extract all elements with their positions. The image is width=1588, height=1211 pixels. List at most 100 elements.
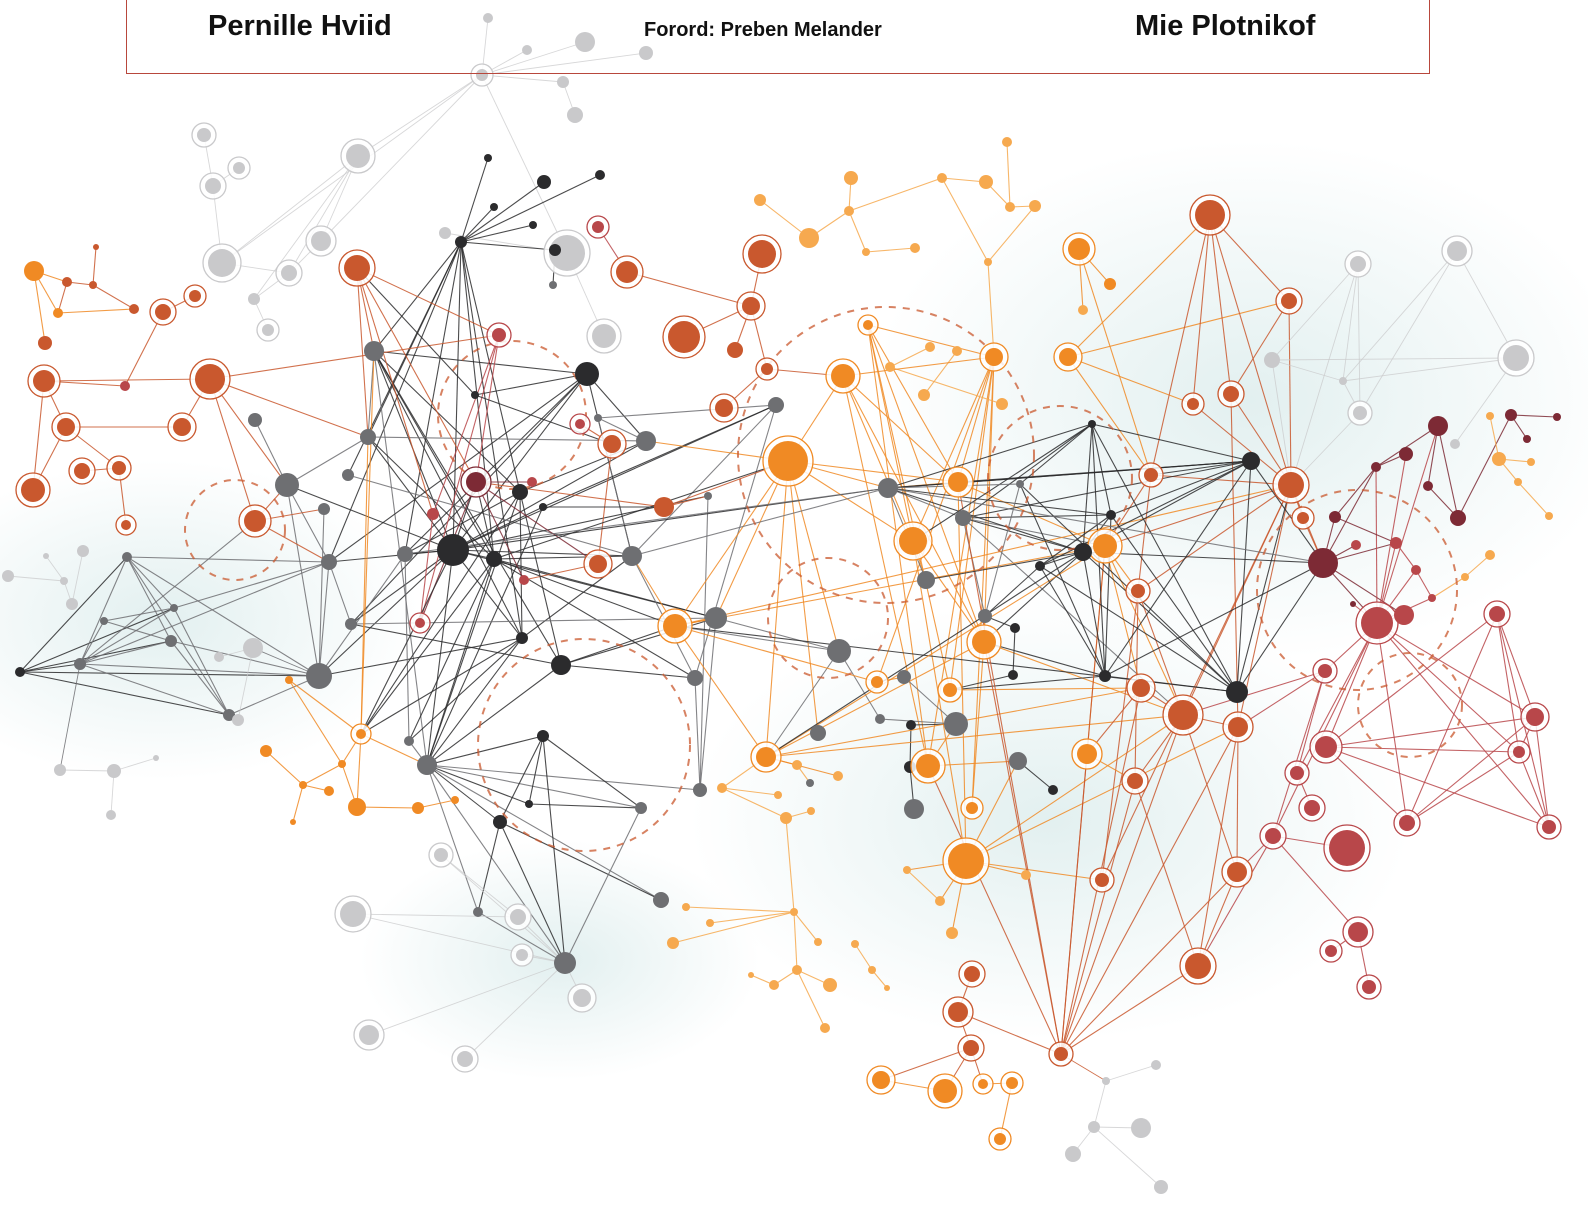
network-node (831, 364, 855, 388)
network-edge (1431, 576, 1466, 599)
network-edge (721, 787, 779, 796)
network-node (594, 414, 602, 422)
network-node (1185, 953, 1211, 979)
network-edge (983, 551, 1084, 643)
network-node (1399, 447, 1413, 461)
network-node (451, 796, 459, 804)
network-node (100, 617, 108, 625)
network-edge (765, 641, 985, 758)
network-edge (440, 854, 519, 918)
network-edge (1192, 214, 1211, 405)
network-edge (1182, 714, 1238, 873)
network-edge (419, 513, 434, 624)
network-node (792, 760, 802, 770)
network-edge (32, 380, 45, 491)
network-node (1016, 480, 1024, 488)
network-node (884, 985, 890, 991)
author-name-right: Mie Plotnikof (1135, 10, 1316, 42)
network-node (1545, 512, 1553, 520)
network-edge (793, 911, 798, 971)
network-node (107, 764, 121, 778)
dashed-cluster-ring (1256, 489, 1458, 691)
network-edge (965, 726, 1239, 862)
dashed-cluster-ring (767, 557, 889, 679)
network-node (639, 46, 653, 60)
network-node (344, 255, 370, 281)
network-node (549, 235, 585, 271)
network-node (933, 1079, 957, 1103)
network-node (208, 249, 236, 277)
network-node (872, 1071, 890, 1089)
network-edge (493, 558, 676, 627)
network-node (281, 265, 297, 281)
network-node (74, 658, 86, 670)
network-edge (71, 550, 84, 605)
network-node (522, 45, 532, 55)
network-edge (432, 334, 500, 515)
network-edge (328, 561, 352, 625)
network-node (1353, 406, 1367, 420)
network-edge (110, 770, 115, 816)
network-node (687, 670, 703, 686)
network-node (878, 478, 898, 498)
network-edge (987, 261, 995, 358)
network-node (595, 170, 605, 180)
network-edge (674, 625, 767, 758)
network-edge (426, 558, 495, 766)
network-node (917, 571, 935, 589)
network-edge (842, 356, 995, 377)
network-edge (889, 366, 1003, 405)
network-edge (460, 206, 495, 243)
network-edge (1101, 590, 1139, 881)
network-node (1006, 1077, 1018, 1089)
network-node (490, 203, 498, 211)
network-node (916, 754, 940, 778)
network-edge (426, 764, 530, 805)
network-edge (228, 675, 320, 716)
network-node (1002, 137, 1012, 147)
network-edge (1093, 1126, 1162, 1188)
network-edge (912, 356, 995, 542)
network-node (1088, 420, 1096, 428)
network-edge (373, 350, 521, 493)
network-edge (318, 637, 523, 677)
network-edge (79, 620, 105, 665)
network-edge (765, 460, 789, 758)
network-edge (1230, 300, 1290, 395)
network-edge (983, 641, 1062, 1055)
network-node (260, 745, 272, 757)
network-edge (481, 52, 647, 76)
network-edge (126, 556, 320, 677)
network-nodes (2, 13, 1562, 1194)
network-edge (356, 267, 434, 515)
network-edge (173, 561, 330, 609)
network-node (1010, 623, 1020, 633)
network-edge (765, 650, 840, 758)
network-edge (426, 764, 566, 964)
network-node (925, 342, 935, 352)
network-edge (419, 334, 500, 624)
network-node (1095, 873, 1109, 887)
network-edge (694, 404, 777, 679)
network-edge (474, 373, 588, 396)
network-edge (1110, 514, 1238, 693)
network-edge (984, 565, 1041, 617)
network-edge (887, 487, 1112, 516)
network-node (863, 320, 873, 330)
network-node (706, 919, 714, 927)
network-edge (709, 911, 795, 924)
network-edge (19, 640, 172, 673)
network-edge (949, 675, 1106, 691)
network-node (603, 435, 621, 453)
network-edge (1067, 214, 1211, 358)
network-node (1077, 744, 1097, 764)
network-edge (1060, 726, 1239, 1055)
network-node (616, 261, 638, 283)
network-edge (1376, 622, 1550, 828)
network-node (1106, 510, 1116, 520)
network-node (21, 478, 45, 502)
network-node (756, 747, 776, 767)
network-node (622, 546, 642, 566)
network-edge (1325, 746, 1520, 753)
network-edge (426, 764, 662, 901)
